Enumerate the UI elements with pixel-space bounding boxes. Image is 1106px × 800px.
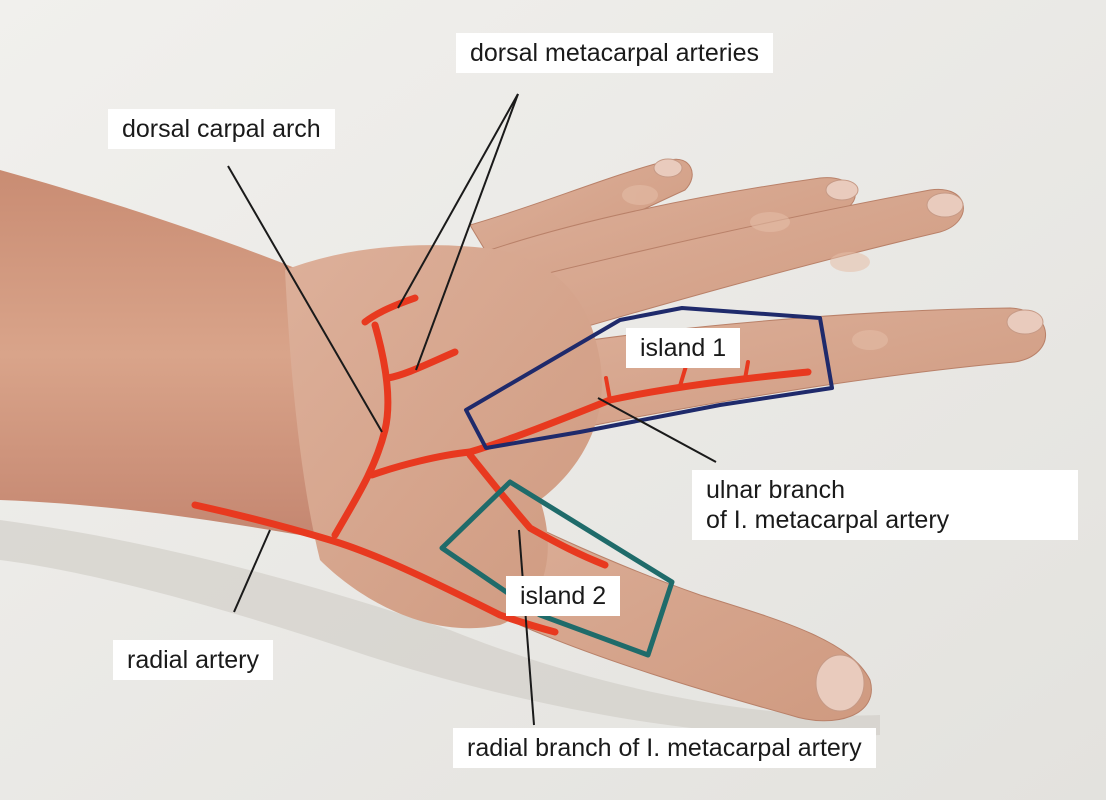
nail-little xyxy=(653,158,683,178)
label-radial-artery: radial artery xyxy=(113,640,273,680)
label-ulnar-branch-line-2: of I. metacarpal artery xyxy=(706,506,950,534)
nail-index xyxy=(1006,309,1044,335)
first-metacarpal-trunk xyxy=(368,448,474,479)
label-island-2: island 2 xyxy=(506,576,621,616)
dorsal-carpal-arch-marking xyxy=(331,321,392,539)
ulnar-branch-twig-1 xyxy=(604,376,612,402)
leader-lines xyxy=(227,93,717,726)
forearm xyxy=(0,170,330,540)
label-dorsal-carpal-arch: dorsal carpal arch xyxy=(108,109,335,149)
dorsal-metacarpal-branch-1 xyxy=(361,294,419,326)
middle-finger xyxy=(499,188,964,341)
leader-dorsal-metacarpal-1 xyxy=(397,93,519,309)
radial-artery-marking xyxy=(191,501,559,636)
island-1-outline xyxy=(464,306,834,450)
leader-radial-branch xyxy=(518,529,535,726)
hand-dorsum xyxy=(285,245,602,629)
label-island-1: island 1 xyxy=(626,328,741,368)
nail-thumb xyxy=(815,654,865,712)
leader-dorsal-metacarpal-2 xyxy=(415,93,519,371)
artery-markings xyxy=(191,294,812,636)
nail-middle xyxy=(926,192,964,218)
leader-dorsal-carpal-arch xyxy=(227,165,383,433)
label-dorsal-metacarpal-arteries: dorsal metacarpal arteries xyxy=(456,33,774,73)
knuckle-shading xyxy=(622,185,888,350)
label-ulnar-branch-line-1: ulnar branch xyxy=(706,476,845,504)
leader-radial-artery xyxy=(233,529,271,613)
label-ulnar-branch: ulnar branch of I. metacarpal artery xyxy=(692,470,1078,540)
nail-ring xyxy=(825,179,859,201)
radial-branch-marking xyxy=(466,451,609,569)
label-radial-branch: radial branch of I. metacarpal artery xyxy=(453,728,876,768)
leader-ulnar-branch xyxy=(597,397,717,463)
ulnar-branch-twig-2 xyxy=(678,364,688,388)
fingernails xyxy=(653,158,1044,712)
ulnar-branch-twig-3 xyxy=(743,360,750,381)
hand-shadow xyxy=(0,520,880,737)
